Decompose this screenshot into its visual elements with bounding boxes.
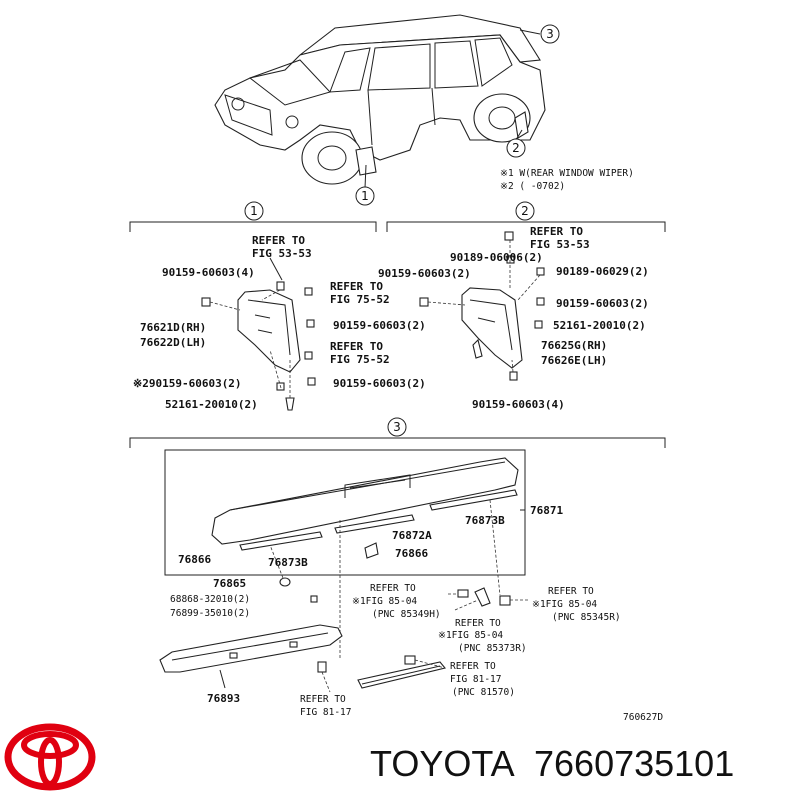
part-number: 7660735101: [534, 743, 734, 784]
svg-text:3: 3: [393, 420, 401, 434]
s3-part-76899: 76899-35010(2): [170, 608, 250, 619]
s3-ref4-line3: (PNC 81570): [452, 687, 515, 698]
note-1: ※1 W(REAR WINDOW WIPER): [500, 168, 634, 179]
toyota-logo: [4, 723, 96, 791]
note-2: ※2 ( -0702): [500, 181, 565, 192]
s3-ref3-line3: (PNC 85345R): [552, 612, 621, 623]
s2-part-76625g: 76625G(RH): [541, 339, 607, 352]
s2-part-90159-2a: 90159-60603(2): [378, 267, 471, 280]
s3-ref1-line2: ※1FIG 85-04: [352, 596, 417, 607]
s1-refer-b-1: REFER TO: [330, 280, 383, 293]
s3-ref3-line1: REFER TO: [548, 586, 594, 597]
vehicle-illustration: [214, 14, 546, 189]
s1-refer-a-1: REFER TO: [252, 234, 305, 247]
s2-part-90159-4: 90159-60603(4): [472, 398, 565, 411]
s1-part-90159-2b: 90159-60603(2): [333, 377, 426, 390]
s2-part-90189-06006: 90189-06006(2): [450, 251, 543, 264]
s2-part-76626e: 76626E(LH): [541, 354, 607, 367]
callout-1-top: 1: [355, 186, 375, 206]
s3-part-76873b-right: 76873B: [465, 514, 505, 527]
s1-part-90159-2a: 90159-60603(2): [333, 319, 426, 332]
s3-part-76873b-left: 76873B: [268, 556, 308, 569]
section-2-mudguard: [419, 231, 545, 381]
s2-refer-1: REFER TO: [530, 225, 583, 238]
svg-text:1: 1: [361, 189, 369, 203]
brand-name: TOYOTA: [370, 743, 515, 784]
s3-part-76872a: 76872A: [392, 529, 432, 542]
s3-part-76871: 76871: [530, 504, 563, 517]
callout-3-top: 3: [540, 24, 560, 44]
s1-refer-a-2: FIG 53-53: [252, 247, 312, 260]
s3-part-76866-center: 76866: [395, 547, 428, 560]
svg-text:2: 2: [512, 141, 520, 155]
s1-refer-c-1: REFER TO: [330, 340, 383, 353]
diagram-code: 760627D: [623, 712, 663, 723]
svg-text:1: 1: [250, 204, 258, 218]
svg-text:3: 3: [546, 27, 554, 41]
section-3-frame: [164, 449, 526, 576]
section-1-mudguard: [201, 257, 316, 411]
s3-ref1-line3: (PNC 85349H): [372, 609, 441, 620]
s1-refer-b-2: FIG 75-52: [330, 293, 390, 306]
s3-ref2-line2: ※1FIG 85-04: [438, 630, 503, 641]
section-3-header: 3: [129, 417, 666, 448]
section-2-header: 2: [386, 201, 666, 232]
lower-garnish: [159, 624, 343, 689]
s1-part-76621d: 76621D(RH): [140, 321, 206, 334]
s3-part-76865: 76865: [213, 577, 246, 590]
lamp-assembly: [317, 655, 446, 693]
s3-ref4-line2: FIG 81-17: [450, 674, 501, 685]
back-door-garnish: [211, 457, 525, 660]
s1-part-52161: 52161-20010(2): [165, 398, 258, 411]
s3-ref3-line2: ※1FIG 85-04: [532, 599, 597, 610]
s3-part-76866-left: 76866: [178, 553, 211, 566]
s2-part-90159-2b: 90159-60603(2): [556, 297, 649, 310]
section-3-switches: [448, 587, 530, 611]
s3-ref4-line1: REFER TO: [450, 661, 496, 672]
s2-part-52161: 52161-20010(2): [553, 319, 646, 332]
s1-refer-c-2: FIG 75-52: [330, 353, 390, 366]
s3-part-68868: 68868-32010(2): [170, 594, 250, 605]
s3-part-76893: 76893: [207, 692, 240, 705]
s1-part-90159-4: 90159-60603(4): [162, 266, 255, 279]
s2-refer-2: FIG 53-53: [530, 238, 590, 251]
s2-part-90189-06029: 90189-06029(2): [556, 265, 649, 278]
s3-ref1-line1: REFER TO: [370, 583, 416, 594]
section-1-header: 1: [129, 201, 377, 232]
callout-2-top: 2: [506, 138, 526, 158]
s3-ref2-line3: (PNC 85373R): [458, 643, 527, 654]
s3-ref5-line1: REFER TO: [300, 694, 346, 705]
svg-text:2: 2: [521, 204, 529, 218]
s3-ref2-line1: REFER TO: [455, 618, 501, 629]
s3-ref5-line2: FIG 81-17: [300, 707, 351, 718]
s1-part-90159-note2: ※290159-60603(2): [133, 377, 242, 390]
s1-part-76622d: 76622D(LH): [140, 336, 206, 349]
